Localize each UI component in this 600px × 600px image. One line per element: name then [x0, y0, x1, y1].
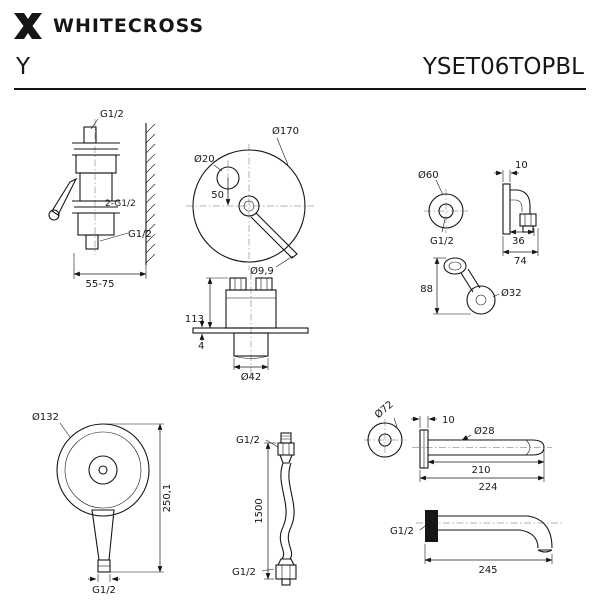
dim-label-thread: G1/2	[390, 526, 414, 537]
dim-label-plate-thickness: 10	[442, 415, 455, 426]
elbow-side-view	[502, 183, 537, 235]
dim-label-plate: Ø32	[501, 287, 522, 299]
mixer-body	[48, 119, 120, 255]
dim-label-flange: Ø60	[418, 169, 439, 181]
whitecross-logo-icon	[14, 13, 42, 39]
dim-label-bottom-thread: G1/2	[128, 229, 152, 240]
model-row: Y YSET06TOPBL	[16, 54, 584, 80]
dim-label-hole-diameter: Ø20	[194, 153, 215, 165]
dim-label-head: Ø132	[32, 411, 59, 423]
dim-label-plate-thickness: 4	[198, 341, 204, 352]
dim-label-plate-diameter: Ø170	[272, 125, 299, 137]
hand-shower-drawing: Ø132 250,1 G1/2	[32, 411, 173, 596]
hose-drawing: G1/2 1500 G1/2	[232, 432, 297, 586]
holder-drawing: 88 Ø32	[420, 257, 522, 315]
dim-label-bottom-thread: G1/2	[232, 567, 256, 578]
dim-label-reach: 210	[471, 465, 490, 476]
spout-top-dimensions: Ø72 10 Ø28 210 224	[372, 398, 545, 493]
brand-header: WHITECROSS	[12, 10, 204, 42]
dim-label-thread: G1/2	[430, 236, 454, 247]
holder-dimensions: 88 Ø32	[420, 257, 522, 315]
holder-geometry	[443, 257, 496, 315]
elbow-dimensions: Ø60 G1/2 10 36 74	[418, 160, 539, 267]
mixer-top-geometry	[192, 273, 309, 378]
hand-shower-dimensions: Ø132 250,1 G1/2	[32, 411, 173, 596]
hand-shower-geometry	[56, 423, 150, 573]
mixer-top-dimensions: 113 4 Ø42	[185, 277, 269, 382]
dim-label-lever-diameter: Ø9,9	[250, 265, 274, 277]
dim-label-sleeve: Ø42	[241, 371, 262, 382]
dim-label-side-threads: 2-G1/2	[105, 199, 136, 209]
dim-label-total: 224	[478, 482, 497, 493]
dim-label-thread: G1/2	[92, 585, 116, 596]
hose-geometry	[275, 432, 297, 586]
mixer-side-drawing: G1/2 2-G1/2 G1/2 55-75	[48, 109, 156, 290]
dim-label-top-thread: G1/2	[100, 109, 124, 120]
mixer-side-dimensions: G1/2 2-G1/2 G1/2 55-75	[73, 109, 152, 290]
wall-elbow-drawing: Ø60 G1/2 10 36 74	[418, 160, 539, 267]
elbow-front-view	[424, 189, 468, 233]
dim-label-height: 113	[185, 314, 204, 325]
spout-top-geometry	[364, 419, 552, 469]
spout-side-dimensions: G1/2 245	[390, 525, 553, 576]
dim-label-length: 245	[478, 565, 497, 576]
model-code: YSET06TOPBL	[422, 54, 584, 80]
header-divider	[14, 88, 586, 90]
mixer-top-drawing: 113 4 Ø42	[185, 273, 309, 382]
dim-label-plate-thickness: 10	[515, 160, 528, 171]
spout-side-drawing: G1/2 245	[390, 510, 564, 576]
dim-label-depth-range: 55-75	[85, 279, 114, 290]
plate-geometry	[186, 144, 314, 270]
dim-label-length: 1500	[254, 498, 265, 523]
series-code: Y	[16, 54, 31, 80]
plate-dimensions: Ø170 Ø20 50 Ø9,9	[194, 125, 299, 277]
spout-top-drawing: Ø72 10 Ø28 210 224	[364, 398, 552, 493]
wall-section	[145, 123, 156, 265]
hose-dimensions: G1/2 1500 G1/2	[232, 435, 279, 580]
dim-label-height: 88	[420, 284, 433, 295]
dim-label-depth: 74	[514, 256, 527, 267]
dim-label-length: 250,1	[162, 484, 173, 513]
dim-label-top-thread: G1/2	[236, 435, 260, 446]
dim-label-tube: Ø28	[474, 425, 495, 437]
spout-side-geometry	[416, 510, 564, 553]
dim-label-body: 36	[512, 236, 525, 247]
dim-label-offset: 50	[211, 190, 224, 201]
brand-name: WHITECROSS	[53, 15, 205, 37]
plate-front-drawing: Ø170 Ø20 50 Ø9,9	[186, 125, 314, 277]
dim-label-flange: Ø72	[372, 398, 396, 420]
